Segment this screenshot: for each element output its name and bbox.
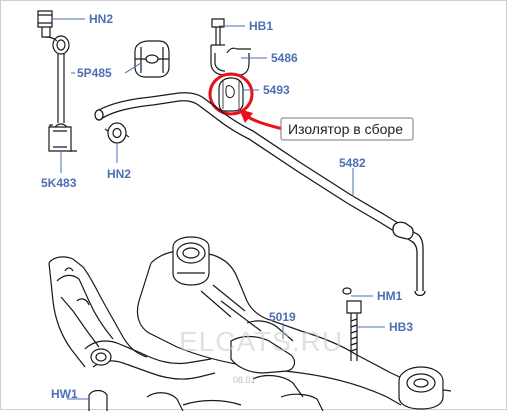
- part-label-hb1[interactable]: HB1: [249, 19, 273, 33]
- part-label-hn2-top[interactable]: HN2: [89, 12, 113, 26]
- bracket-hb1-5486: [210, 18, 251, 76]
- part-label-hm1[interactable]: HM1: [377, 289, 403, 303]
- part-label-hw1[interactable]: HW1: [51, 387, 78, 401]
- isolator-5493: [208, 72, 254, 116]
- nut-hm1: [342, 287, 352, 295]
- part-label-5482[interactable]: 5482: [339, 156, 366, 170]
- part-label-5k483[interactable]: 5K483: [41, 176, 77, 190]
- part-label-hn2-mid[interactable]: HN2: [107, 167, 131, 181]
- part-label-5p485[interactable]: 5P485: [77, 66, 112, 80]
- part-label-hb3[interactable]: HB3: [389, 320, 413, 334]
- bushing-hn2-mid: [104, 122, 130, 144]
- stabilizer-bar-5482: [94, 92, 426, 297]
- link-lower-5k483: [48, 126, 72, 152]
- callout-arrow: [239, 109, 284, 131]
- subframe-5019: [48, 236, 452, 411]
- part-label-5493[interactable]: 5493: [263, 83, 290, 97]
- bolt-hb3: [346, 300, 362, 361]
- watermark-code: 08.01: [233, 375, 256, 385]
- callout-text: Изолятор в сборе: [288, 121, 403, 137]
- callout-box: Изолятор в сборе: [280, 117, 414, 141]
- leader-lines: [53, 18, 385, 400]
- part-label-5019[interactable]: 5019: [269, 310, 296, 324]
- part-label-5486[interactable]: 5486: [271, 51, 298, 65]
- bushing-5p485: [134, 40, 170, 78]
- watermark-text: ELCATS.RU: [179, 326, 343, 357]
